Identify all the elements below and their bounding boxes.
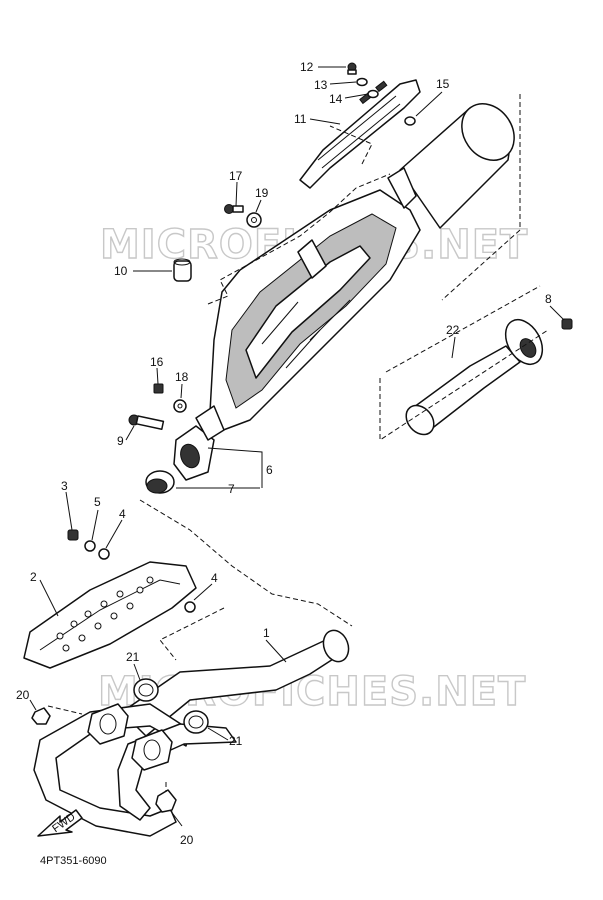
callout-20-right: 20 [180,833,194,847]
callout-11: 11 [294,112,307,126]
callout-15: 15 [436,77,450,91]
callout-3: 3 [61,479,68,493]
callout-21-left: 21 [126,650,140,664]
forward-arrow-icon: FWD [37,809,83,837]
muffler [173,103,515,481]
callout-20-left: 20 [16,688,30,702]
nut-20-left [31,707,51,725]
callout-4-lower: 4 [211,571,218,585]
callout-6: 6 [266,463,273,477]
callout-8: 8 [545,292,552,306]
leader-lines [29,66,565,827]
washer-5 [84,540,96,552]
bolt-8 [561,318,573,330]
heat-protector-upper [299,79,421,189]
gasket-21-right [183,710,209,734]
callout-19: 19 [255,186,269,200]
callout-2: 2 [30,570,37,584]
gasket-21-left [133,678,159,702]
callout-5: 5 [94,495,101,509]
washer-4-lower [184,601,196,613]
diagram-code: 4PT351-6090 [40,855,107,867]
heat-protector-lower [23,561,197,669]
bolt-12 [347,62,357,75]
callout-18: 18 [175,370,189,384]
callout-4-upper: 4 [119,507,126,521]
bolt-9 [128,414,165,430]
nut-20-right [155,789,177,813]
callout-9: 9 [117,434,124,448]
callout-10: 10 [114,264,128,278]
washer-15 [404,116,416,126]
bolt-17 [224,204,244,214]
gasket-7 [145,470,175,494]
callout-14: 14 [329,92,343,106]
washer-14 [367,89,379,99]
callout-13: 13 [314,78,328,92]
callout-21-right: 21 [229,734,243,748]
callout-7: 7 [228,482,235,496]
pipe-22 [405,318,544,436]
washer-4-upper [98,548,110,560]
exhaust-pipe [33,629,350,837]
washer-18 [173,399,187,413]
washer-19 [246,212,262,228]
callout-1: 1 [263,626,270,640]
bolt-16 [153,383,164,394]
washer-13 [356,77,368,87]
callout-17: 17 [229,169,243,183]
callout-22: 22 [446,323,460,337]
callout-12: 12 [300,60,314,74]
bolt-3 [67,529,79,541]
damper-10 [173,258,192,282]
callout-16: 16 [150,355,164,369]
